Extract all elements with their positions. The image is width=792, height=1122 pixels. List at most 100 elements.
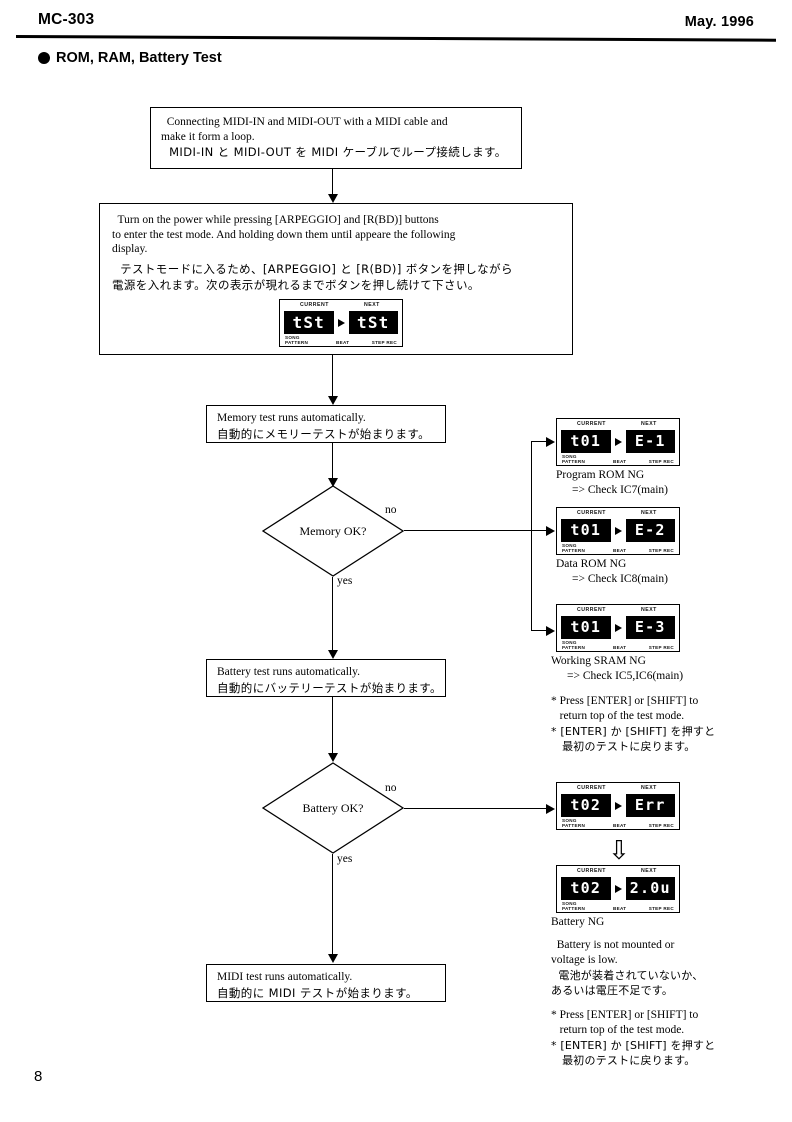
caption-program-rom-ng: Program ROM NG => Check IC7(main): [556, 468, 668, 497]
battery-no-arrow: [546, 804, 555, 814]
lcd-bottom-labels: SONG PATTERN BEAT STEP REC: [284, 335, 398, 346]
lcd-label-current: CURRENT: [577, 607, 606, 613]
lcd-segment-next: tSt: [348, 311, 398, 334]
lcd-segments: t02 Err: [561, 794, 675, 817]
lcd-bottom-labels: SONG PATTERN BEAT STEP REC: [561, 818, 675, 829]
lcd-segments: t02 2.0u: [561, 877, 675, 900]
lcd-next-value: Err: [634, 796, 666, 814]
caption-working-sram-ng: Working SRAM NG => Check IC5,IC6(main): [551, 654, 683, 683]
decision-memory-label: Memory OK?: [299, 523, 367, 538]
lcd-bottom-labels: SONG PATTERN BEAT STEP REC: [561, 454, 675, 465]
memory-no-branch-e2: [531, 530, 549, 532]
battery-branch-yes-label: yes: [337, 853, 353, 865]
caption-battery-ng: Battery NG: [551, 915, 604, 930]
page-number: 8: [34, 1068, 43, 1085]
test-mode-jp-1: テストモードに入るため、[ARPEGGIO] と [R(BD)] ボタンを押しな…: [112, 261, 513, 276]
lcd-segment-next: E-1: [625, 430, 675, 453]
lcd-bottom-labels: SONG PATTERN BEAT STEP REC: [561, 901, 675, 912]
lcd-label-beat: BEAT: [613, 906, 627, 911]
lcd-top-labels: CURRENT NEXT: [561, 785, 675, 793]
lcd-arrow-icon: [614, 526, 622, 535]
battery-detail-line-4: あるいは電圧不足です。: [551, 984, 674, 997]
test-mode-en-3: display.: [112, 243, 148, 255]
step-midi-test-box: MIDI test runs automatically. 自動的に MIDI …: [206, 964, 446, 1002]
lcd-arrow-icon: [614, 884, 622, 893]
lcd-label-song: SONG: [562, 818, 577, 823]
connector-2-arrow: [328, 396, 338, 405]
connector-3: [332, 443, 334, 484]
midi-loop-jp-1: MIDI-IN と MIDI-OUT を MIDI ケーブルでループ接続します。: [161, 145, 507, 159]
decision-memory-ok: Memory OK?: [262, 485, 404, 577]
battery-detail-line-2: voltage is low.: [551, 954, 618, 966]
header-model: MC-303: [38, 11, 95, 28]
lcd-next-value: 2.0u: [629, 879, 671, 897]
note-battery-detail: Battery is not mounted or voltage is low…: [551, 938, 761, 998]
note1-line-2: return top of the test mode.: [551, 710, 685, 722]
lcd-segment-current: t01: [561, 430, 611, 453]
lcd-bottom-labels: SONG PATTERN BEAT STEP REC: [561, 640, 675, 651]
lcd-segment-current: tSt: [284, 311, 334, 334]
lcd-segment-current: t02: [561, 877, 611, 900]
connector-5-arrow: [328, 753, 338, 762]
lcd-display-battery-err: CURRENT NEXT t02 Err SONG PATTERN BEAT S…: [556, 782, 680, 830]
lcd-label-next: NEXT: [641, 607, 657, 613]
midi-loop-en-1: Connecting MIDI-IN and MIDI-OUT with a M…: [161, 116, 448, 128]
header-date: May. 1996: [684, 14, 754, 30]
lcd-bottom-labels: SONG PATTERN BEAT STEP REC: [561, 543, 675, 554]
lcd-label-current: CURRENT: [577, 785, 606, 791]
lcd-current-value: t01: [570, 618, 602, 636]
bullet-icon: [38, 52, 50, 64]
midi-test-en-1: MIDI test runs automatically.: [217, 971, 353, 983]
connector-3-arrow: [328, 478, 338, 487]
lcd-label-step-rec: STEP REC: [371, 340, 397, 345]
battery-test-jp-1: 自動的にバッテリーテストが始まります。: [217, 680, 442, 695]
lcd-next-value: E-2: [634, 521, 666, 539]
lcd-label-step-rec: STEP REC: [648, 459, 674, 464]
lcd-display-test-mode: CURRENT NEXT tSt tSt SONG PATTERN BEAT S…: [279, 299, 403, 347]
lcd-label-beat: BEAT: [613, 459, 627, 464]
lcd-label-song: SONG: [562, 640, 577, 645]
lcd-segment-next: E-2: [625, 519, 675, 542]
battery-detail-line-3: 電池が装着されていないか、: [551, 969, 704, 982]
lcd-segments: tSt tSt: [284, 311, 398, 334]
lcd-segment-current: t01: [561, 519, 611, 542]
lcd-display-battery-voltage: CURRENT NEXT t02 2.0u SONG PATTERN BEAT …: [556, 865, 680, 913]
connector-4: [332, 577, 334, 655]
lcd-label-current: CURRENT: [577, 868, 606, 874]
connector-2: [332, 355, 334, 401]
memory-no-arrow-e3: [546, 626, 555, 636]
lcd-top-labels: CURRENT NEXT: [284, 302, 398, 310]
header-rule: [15, 35, 776, 42]
lcd-label-song: SONG: [562, 454, 577, 459]
battery-branch-no-label: no: [385, 782, 397, 794]
lcd-next-value: E-1: [634, 432, 666, 450]
note-return-test-mode-1: * Press [ENTER] or [SHIFT] to return top…: [551, 694, 761, 754]
note1-line-3: * [ENTER] か [SHIFT] を押すと: [551, 725, 716, 738]
caption-program-rom-ng-title: Program ROM NG: [556, 469, 645, 481]
lcd-current-value: t02: [570, 879, 602, 897]
lcd-label-current: CURRENT: [577, 510, 606, 516]
lcd-current-value: t01: [570, 521, 602, 539]
caption-data-rom-ng: Data ROM NG => Check IC8(main): [556, 557, 668, 586]
step-midi-loop-box: Connecting MIDI-IN and MIDI-OUT with a M…: [150, 107, 522, 169]
lcd-label-song: SONG: [562, 543, 577, 548]
lcd-label-step-rec: STEP REC: [648, 645, 674, 650]
lcd-label-beat: BEAT: [336, 340, 350, 345]
lcd-segment-current: t02: [561, 794, 611, 817]
lcd-label-next: NEXT: [641, 785, 657, 791]
midi-test-jp-1: 自動的に MIDI テストが始まります。: [217, 985, 418, 1000]
step-test-mode-box: Turn on the power while pressing [ARPEGG…: [99, 203, 573, 355]
lcd-label-current: CURRENT: [300, 302, 329, 308]
memory-no-branch-e3: [531, 630, 549, 632]
note2-line-1: * Press [ENTER] or [SHIFT] to: [551, 1009, 699, 1021]
lcd-segment-current: t01: [561, 616, 611, 639]
connector-6: [332, 854, 334, 959]
lcd-label-step-rec: STEP REC: [648, 906, 674, 911]
memory-no-branch-e1: [531, 441, 549, 443]
lcd-label-pattern: PATTERN: [562, 548, 586, 553]
memory-test-jp-1: 自動的にメモリーテストが始まります。: [217, 426, 431, 441]
test-mode-en-2: to enter the test mode. And holding down…: [112, 228, 456, 241]
lcd-segments: t01 E-1: [561, 430, 675, 453]
caption-program-rom-ng-detail: => Check IC7(main): [572, 483, 669, 496]
